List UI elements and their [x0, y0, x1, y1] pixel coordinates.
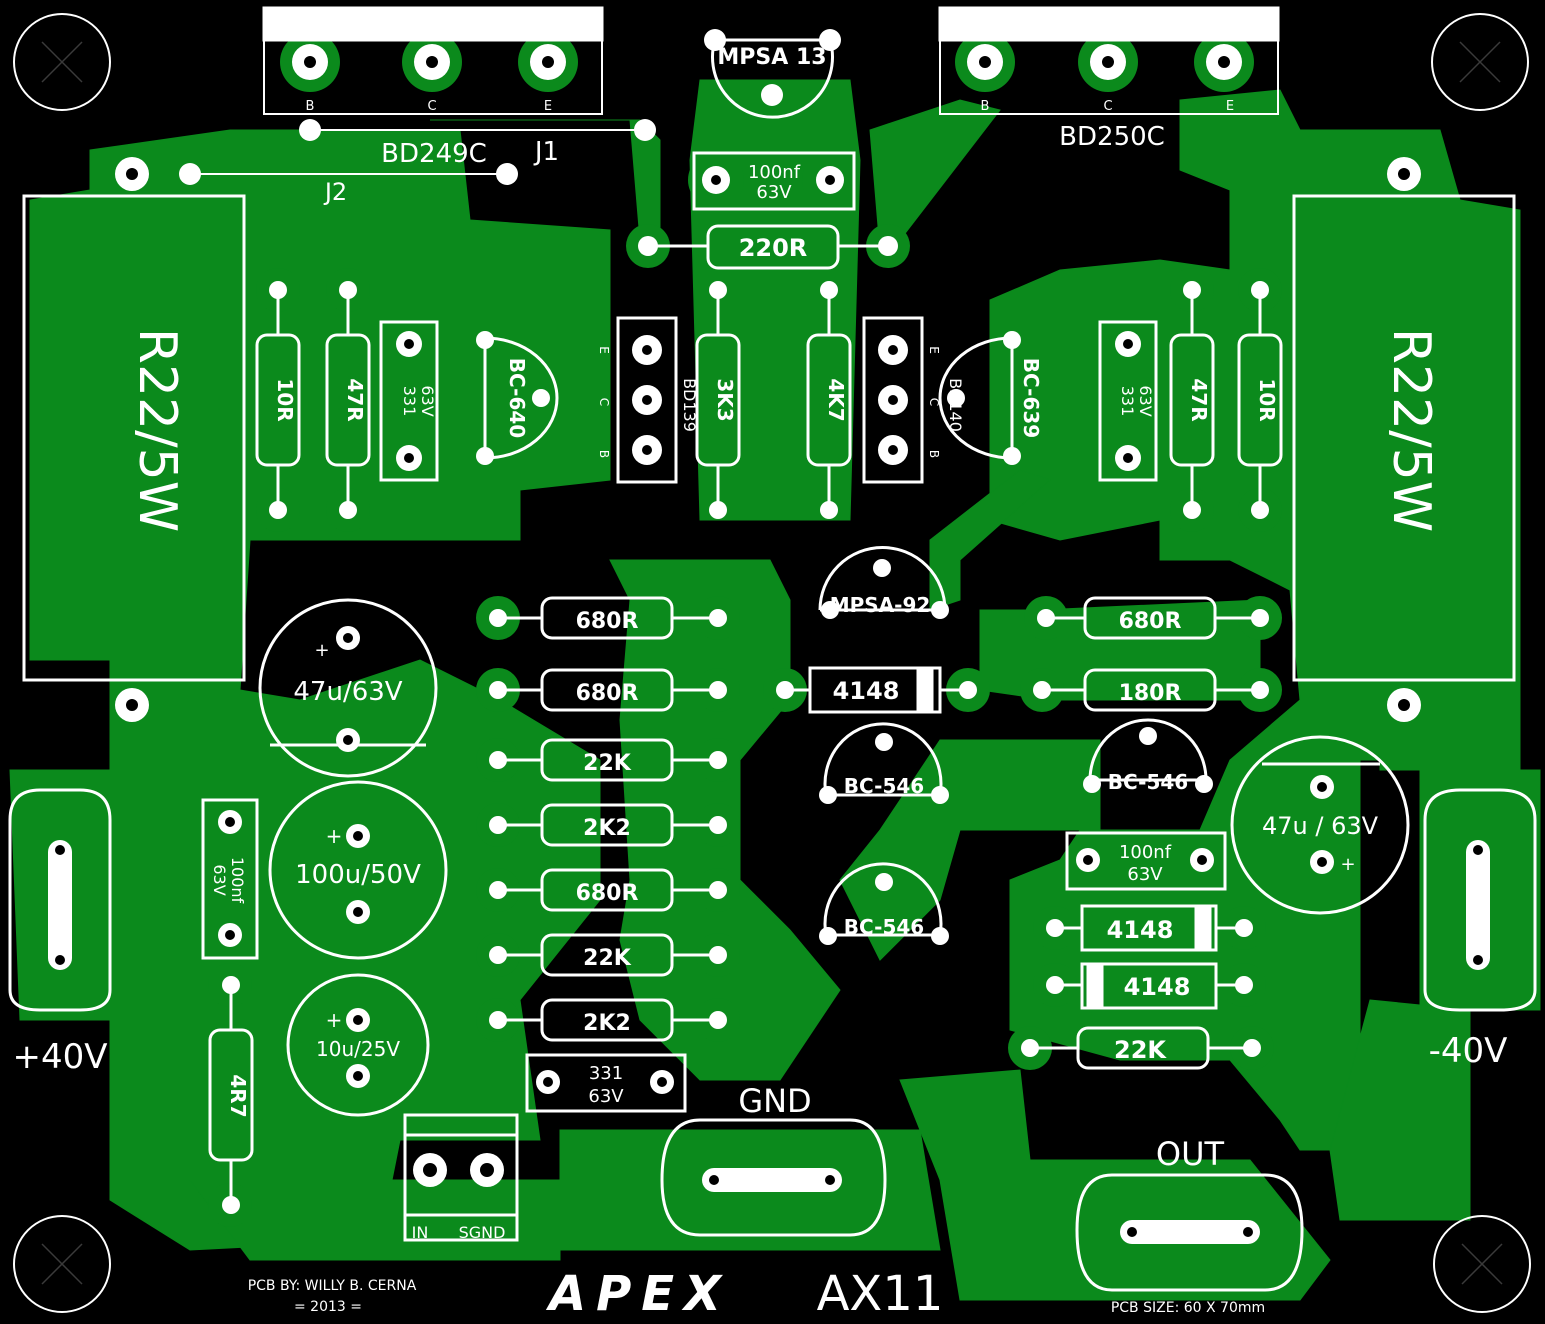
c100nf-right-value: 100nf	[1119, 842, 1172, 863]
r10r-left-label: 10R	[273, 378, 297, 421]
gnd-label: GND	[738, 1082, 811, 1120]
c331-right-value: 331	[1118, 386, 1137, 417]
r180r-label: 180R	[1119, 681, 1182, 706]
bd249c-pin-c: C	[427, 99, 436, 114]
bd140-pin-c: C	[927, 398, 941, 406]
model-label: AX11	[817, 1266, 944, 1322]
credit-author: PCB BY: WILLY B. CERNA	[248, 1278, 417, 1294]
d4148-3-label: 4148	[1124, 973, 1191, 1001]
mount-hole-bottom-right	[1433, 1215, 1531, 1313]
c331-left-voltage: 63V	[418, 385, 437, 416]
r4k7-label: 4K7	[824, 378, 848, 421]
c331-right-voltage: 63V	[1136, 385, 1155, 416]
c100nf-left-voltage: 63V	[210, 864, 229, 895]
r220-label: 220R	[739, 234, 808, 262]
vpos-label: +40V	[12, 1037, 107, 1077]
bd139-pin-b: B	[597, 450, 611, 458]
r3k3-label: 3K3	[713, 378, 737, 421]
sgnd-label: SGND	[459, 1223, 506, 1242]
r22k-right-label: 22K	[1114, 1036, 1167, 1064]
board-credits: PCB BY: WILLY B. CERNA = 2013 = APEX AX1…	[248, 1266, 1265, 1322]
bc546-2-label: BC-546	[1108, 770, 1188, 794]
bd250c-label: BD250C	[1059, 122, 1165, 152]
bc546-3-label: BC-546	[844, 915, 924, 939]
mounting-holes	[13, 13, 1531, 1313]
r22-left-label: R22/5W	[127, 328, 187, 532]
bd250c-pin-b: B	[981, 99, 990, 114]
component-labels: B C E BD249C J1 J2 B C E BD250C MPSA 13 …	[127, 45, 1441, 1118]
c10u-plus: +	[326, 1008, 343, 1032]
c100u-plus: +	[326, 824, 343, 848]
c331-left-value: 331	[400, 386, 419, 417]
r4r7-label: 4R7	[226, 1074, 250, 1117]
j1-label: J1	[533, 137, 559, 167]
credit-year: = 2013 =	[294, 1299, 362, 1315]
mpsa92-label: MPSA-92	[830, 593, 931, 617]
r10r-right-label: 10R	[1255, 378, 1279, 421]
c331-bottom-voltage: 63V	[588, 1086, 624, 1107]
bc640-label: BC-640	[505, 358, 529, 438]
bc546-1-label: BC-546	[844, 774, 924, 798]
bd249c-pin-e: E	[544, 99, 552, 114]
r22k-2-label: 22K	[583, 946, 632, 971]
c100u-label: 100u/50V	[295, 860, 421, 890]
c100nf-left-value: 100nf	[228, 857, 247, 904]
pads	[48, 29, 1490, 1244]
r47r-left-label: 47R	[343, 378, 367, 421]
d4148-1-label: 4148	[833, 677, 900, 705]
vneg-label: -40V	[1429, 1031, 1508, 1071]
bd140-label: BD140	[946, 378, 965, 432]
j2-label: J2	[323, 178, 347, 206]
bd139-pin-e: E	[597, 346, 611, 354]
c331-bottom-value: 331	[589, 1063, 623, 1084]
d4148-2-label: 4148	[1107, 916, 1174, 944]
bd250c-pin-e: E	[1226, 99, 1234, 114]
out-label: OUT	[1156, 1135, 1225, 1173]
silkscreen-outlines	[8, 6, 1537, 1292]
bd139-pin-c: C	[597, 398, 611, 406]
brand-logo: APEX	[545, 1266, 731, 1322]
bd249c-pin-b: B	[306, 99, 315, 114]
mount-hole-bottom-left	[13, 1215, 111, 1313]
r680-1-label: 680R	[576, 609, 639, 634]
mount-hole-top-right	[1431, 13, 1529, 111]
connector-labels: +40V -40V GND OUT IN SGND	[12, 1031, 1507, 1242]
c47u-right-plus: +	[1340, 854, 1355, 875]
c10u-label: 10u/25V	[316, 1037, 400, 1061]
pcb-size-label: PCB SIZE: 60 X 70mm	[1111, 1300, 1265, 1316]
r2k2-1-label: 2K2	[583, 816, 631, 841]
r22-right-label: R22/5W	[1381, 328, 1441, 532]
r680-3-label: 680R	[576, 881, 639, 906]
c-top-value: 100nf	[748, 162, 801, 183]
c47u-left-plus: +	[314, 640, 329, 661]
in-label: IN	[412, 1223, 429, 1242]
bd140-pin-b: B	[927, 450, 941, 458]
r680-right-label: 680R	[1119, 609, 1182, 634]
c47u-left-label: 47u/63V	[293, 677, 402, 707]
c100nf-right-voltage: 63V	[1127, 864, 1163, 885]
bd139-label: BD139	[680, 378, 699, 432]
bd140-pin-e: E	[927, 346, 941, 354]
bc639-label: BC-639	[1019, 358, 1043, 438]
r22k-1-label: 22K	[583, 751, 632, 776]
c-top-voltage: 63V	[756, 182, 792, 203]
c47u-right-label: 47u / 63V	[1262, 812, 1379, 840]
r47r-right-label: 47R	[1187, 378, 1211, 421]
mpsa13-label: MPSA 13	[717, 45, 826, 70]
r680-2-label: 680R	[576, 681, 639, 706]
mount-hole-top-left	[13, 13, 111, 111]
bd249c-label: BD249C	[381, 139, 487, 169]
bd250c-pin-c: C	[1103, 99, 1112, 114]
r2k2-2-label: 2K2	[583, 1011, 631, 1036]
